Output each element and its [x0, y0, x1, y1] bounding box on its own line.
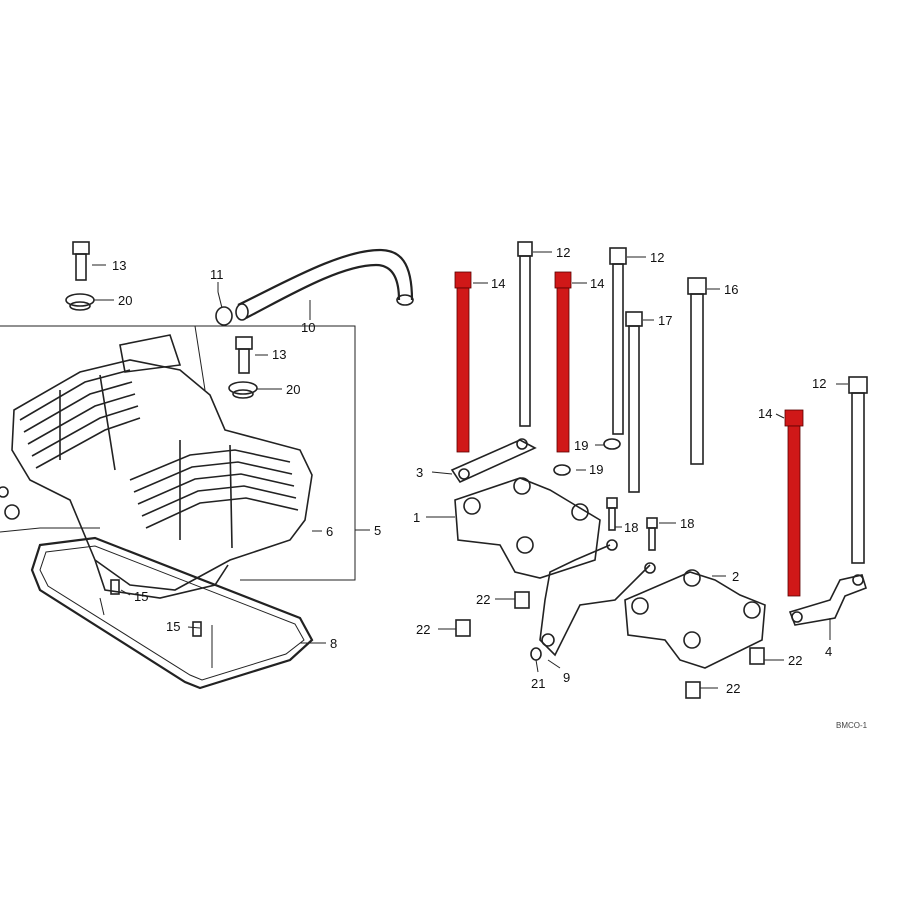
callout-9: 9	[563, 670, 570, 685]
leader-lines	[92, 251, 848, 689]
callout-13: 13	[272, 347, 286, 362]
callout-22: 22	[788, 653, 802, 668]
callout-22: 22	[726, 681, 740, 696]
callout-labels: 13 20 11 10 13 20 6 5 15 15 8 14 12 14 1…	[112, 245, 868, 730]
highlighted-bolt-14-center	[554, 271, 572, 453]
corner-code: BMCO-1	[836, 721, 868, 730]
callout-14: 14	[491, 276, 505, 291]
callout-19: 19	[589, 462, 603, 477]
callout-3: 3	[416, 465, 423, 480]
callout-15: 15	[134, 589, 148, 604]
callout-5: 5	[374, 523, 381, 538]
head-cover-assembly	[0, 241, 414, 690]
callout-1: 1	[413, 510, 420, 525]
callout-17: 17	[658, 313, 672, 328]
highlighted-bolts	[454, 271, 804, 597]
callout-12: 12	[650, 250, 664, 265]
callout-15: 15	[166, 619, 180, 634]
callout-20: 20	[286, 382, 300, 397]
callout-11: 11	[210, 267, 224, 282]
callout-21: 21	[531, 676, 545, 691]
callout-6: 6	[326, 524, 333, 539]
callout-12: 12	[812, 376, 826, 391]
callout-2: 2	[732, 569, 739, 584]
callout-19: 19	[574, 438, 588, 453]
callout-13: 13	[112, 258, 126, 273]
rocker-assembly	[450, 241, 868, 699]
callout-18: 18	[624, 520, 638, 535]
callout-8: 8	[330, 636, 337, 651]
callout-14: 14	[758, 406, 772, 421]
callout-12: 12	[556, 245, 570, 260]
callout-14: 14	[590, 276, 604, 291]
callout-4: 4	[825, 644, 832, 659]
callout-18: 18	[680, 516, 694, 531]
callout-10: 10	[301, 320, 315, 335]
callout-16: 16	[724, 282, 738, 297]
callout-22: 22	[476, 592, 490, 607]
callout-22: 22	[416, 622, 430, 637]
highlighted-bolt-14-left	[454, 271, 472, 453]
highlighted-bolt-14-right	[784, 409, 804, 597]
callout-20: 20	[118, 293, 132, 308]
